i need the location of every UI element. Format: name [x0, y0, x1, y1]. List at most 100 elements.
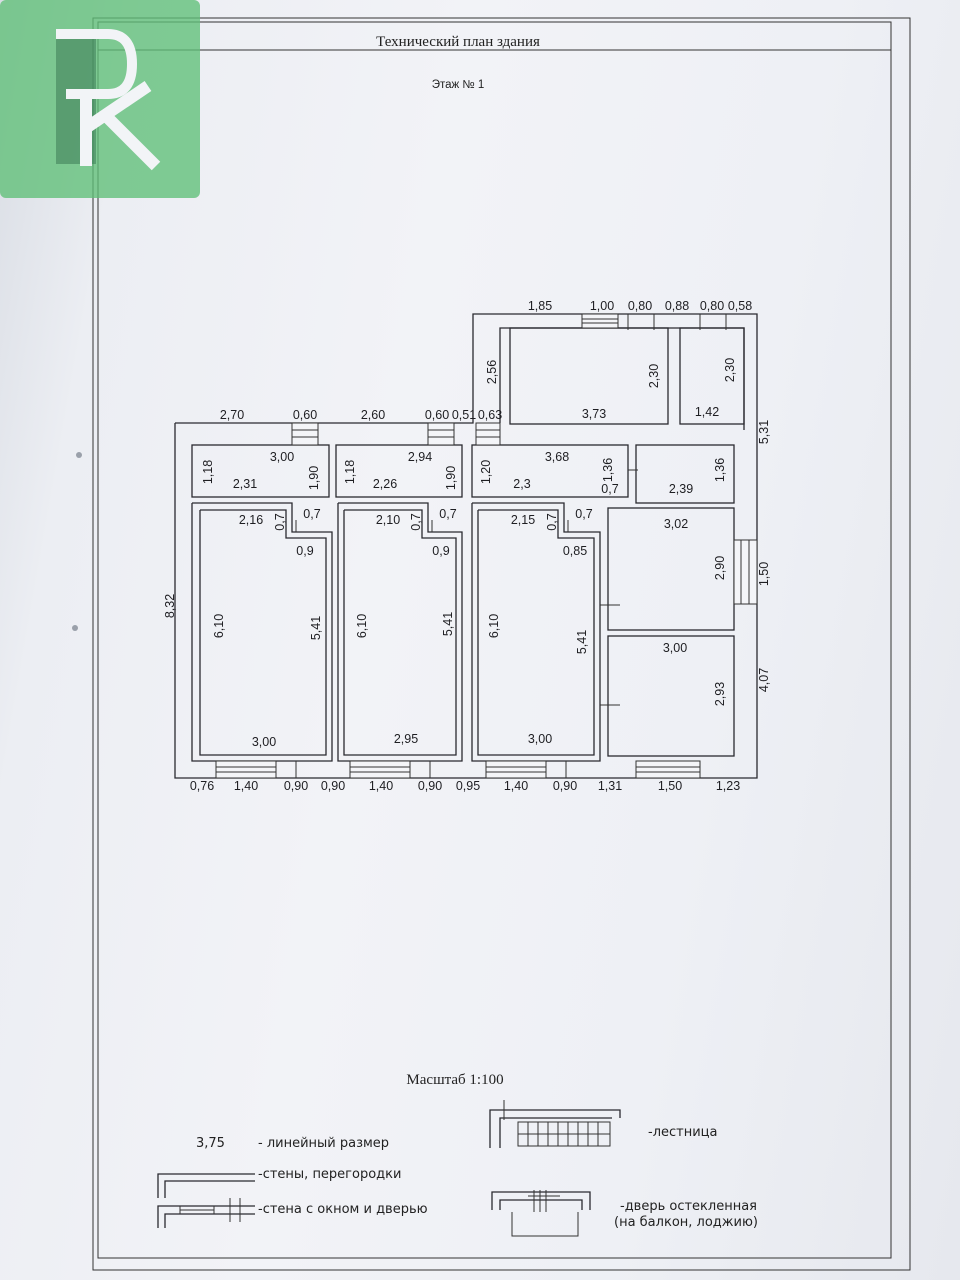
- dimension-label: 1,36: [713, 458, 727, 482]
- room-1: [191, 502, 333, 762]
- dimension-label: 6,10: [487, 614, 501, 638]
- bathroom-2: [335, 444, 463, 498]
- window: [427, 422, 455, 446]
- dimension-label: 0,80: [628, 299, 652, 313]
- dimension-label: 5,31: [757, 420, 771, 444]
- room-2: [337, 502, 463, 762]
- top-upper-dimensions: 1,85 1,00 0,80 0,88 0,80 0,58: [528, 299, 752, 313]
- dimension-label: 1,18: [343, 460, 357, 484]
- bathroom-1: [191, 444, 330, 498]
- plan-title: Технический план здания: [376, 34, 540, 50]
- dimension-label: 2,56: [485, 360, 499, 384]
- room-right-2: [607, 635, 735, 757]
- dimension-label: 5,41: [441, 612, 455, 636]
- legend-dim-label: - линейный размер: [258, 1136, 389, 1151]
- dimension-label: 1,20: [479, 460, 493, 484]
- dimension-label: 0,76: [190, 779, 214, 793]
- dimension-label: 0,7: [439, 507, 456, 521]
- dimension-label: 0,60: [425, 408, 449, 422]
- dimension-label: 0,90: [284, 779, 308, 793]
- legend-stairs-symbol: [489, 1100, 621, 1148]
- dimension-label: 1,40: [369, 779, 393, 793]
- dimension-label: 2,60: [361, 408, 385, 422]
- dimension-label: 2,70: [220, 408, 244, 422]
- dimension-label: 1,50: [757, 562, 771, 586]
- logo-letter-p: [56, 29, 138, 99]
- legend-window-door-symbol: [157, 1205, 255, 1228]
- dimension-label: 6,10: [212, 614, 226, 638]
- legend-glazed-door-note: (на балкон, лоджию): [614, 1215, 758, 1230]
- dimension-label: 0,7: [409, 513, 423, 530]
- window: [215, 760, 277, 779]
- room-3-inner: [477, 509, 595, 756]
- dimension-label: 3,00: [252, 735, 276, 749]
- dimension-label: 0,9: [432, 544, 449, 558]
- dimension-label: 2,10: [376, 513, 400, 527]
- dimension-label: 0,95: [456, 779, 480, 793]
- dimension-label: 1,36: [601, 458, 615, 482]
- dimension-label: 0,51: [452, 408, 476, 422]
- dimension-label: 2,16: [239, 513, 263, 527]
- outer-frame: [92, 17, 911, 1271]
- dimension-label: 2,93: [713, 682, 727, 706]
- dimension-label: 2,30: [723, 358, 737, 382]
- dimension-label: 1,50: [658, 779, 682, 793]
- dimension-label: 2,3: [513, 477, 530, 491]
- dimension-label: 2,30: [647, 364, 661, 388]
- dimension-label: 3,00: [663, 641, 687, 655]
- dimension-label: 0,90: [553, 779, 577, 793]
- annex-room-small: [679, 327, 745, 425]
- window: [349, 760, 411, 779]
- dimension-label: 0,88: [665, 299, 689, 313]
- dimension-label: 1,90: [444, 466, 458, 490]
- dimension-label: 1,00: [590, 299, 614, 313]
- dimension-label: 0,9: [296, 544, 313, 558]
- binding-hole: [76, 452, 82, 458]
- dimension-label: 8,32: [163, 594, 177, 618]
- dimension-label: 0,60: [293, 408, 317, 422]
- dimension-label: 1,42: [695, 405, 719, 419]
- legend-stairs-label: -лестница: [648, 1125, 717, 1140]
- dimension-label: 0,80: [700, 299, 724, 313]
- dimension-label: 0,7: [575, 507, 592, 521]
- dimension-label: 0,7: [545, 513, 559, 530]
- window: [581, 313, 619, 329]
- binding-hole: [72, 625, 78, 631]
- window: [475, 422, 501, 446]
- floor-label: Этаж № 1: [432, 79, 485, 91]
- bathroom-3: [471, 444, 629, 498]
- legend-glazed-door-symbol: [491, 1190, 591, 1237]
- dimension-label: 6,10: [355, 614, 369, 638]
- dimension-label: 2,26: [373, 477, 397, 491]
- dimension-label: 2,15: [511, 513, 535, 527]
- bottom-dimensions: 0,76 1,40 0,90 0,90 1,40 0,90 0,95 1,40 …: [190, 779, 740, 793]
- room-1-inner: [199, 509, 327, 756]
- dimension-label: 0,7: [601, 482, 618, 496]
- dimension-label: 2,39: [669, 482, 693, 496]
- window: [291, 422, 319, 446]
- dimension-label: 0,58: [728, 299, 752, 313]
- logo-letter-k: [80, 81, 161, 171]
- dimension-label: 1,23: [716, 779, 740, 793]
- dimension-label: 3,73: [582, 407, 606, 421]
- top-lower-dimensions: 2,70 0,60 2,60 0,60 0,51 0,63: [220, 408, 502, 422]
- dimension-label: 0,85: [563, 544, 587, 558]
- dimension-label: 1,40: [234, 779, 258, 793]
- dimension-label: 2,95: [394, 732, 418, 746]
- legend-walls-label: -стены, перегородки: [258, 1167, 401, 1182]
- legend-wall-symbol: [157, 1173, 255, 1198]
- dimension-label: 3,02: [664, 517, 688, 531]
- legend-dim-sample: 3,75: [196, 1136, 225, 1151]
- room-2-inner: [343, 509, 457, 756]
- dimension-label: 1,18: [201, 460, 215, 484]
- outer-wall: [174, 313, 758, 779]
- window: [485, 760, 547, 779]
- dimension-label: 5,41: [309, 616, 323, 640]
- dimension-label: 0,90: [321, 779, 345, 793]
- rk-logo-watermark: [0, 0, 200, 198]
- dimension-label: 2,94: [408, 450, 432, 464]
- dimension-label: 2,90: [713, 556, 727, 580]
- legend-window-door-label: -стена с окном и дверью: [258, 1202, 428, 1217]
